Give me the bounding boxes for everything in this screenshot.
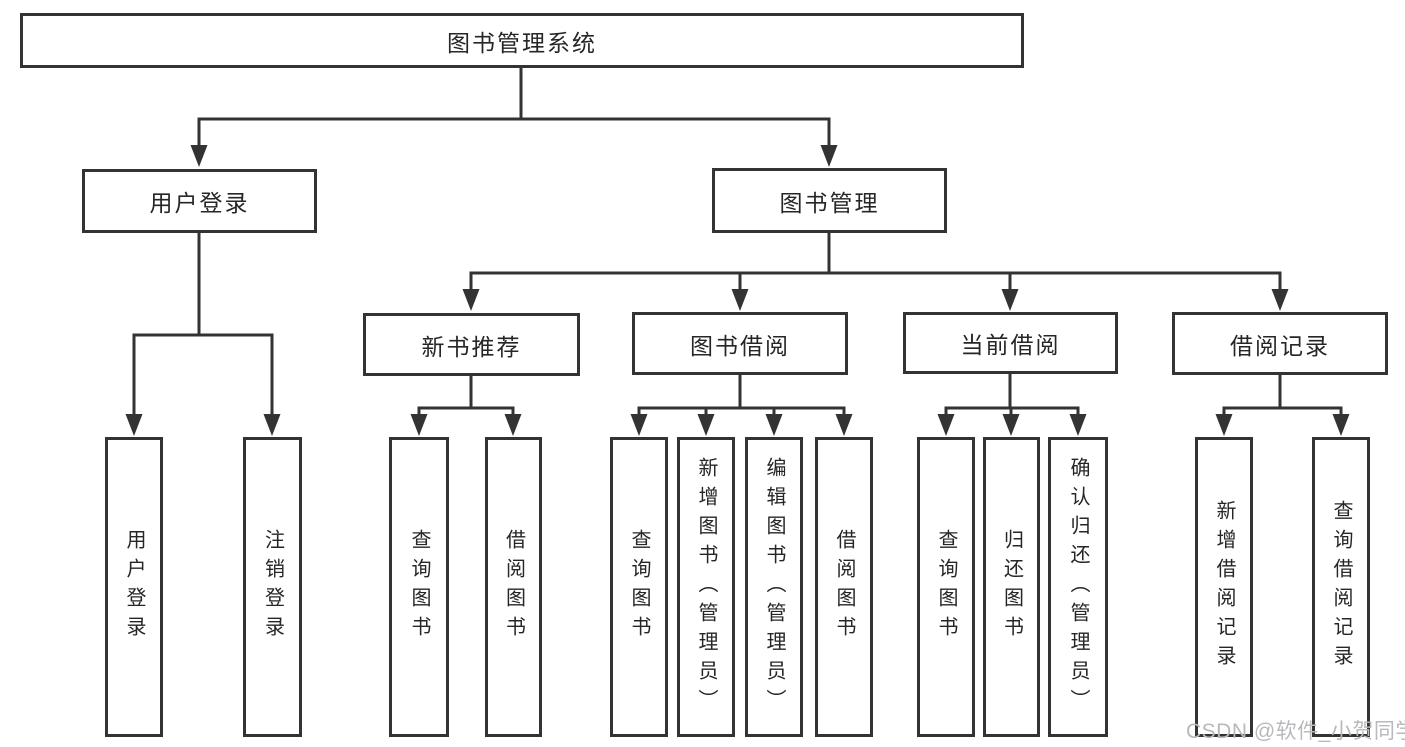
leaf-cb-return-books: 归还图书 — [983, 437, 1040, 737]
node-new-book-recommend: 新书推荐 — [363, 313, 580, 376]
leaf-logout: 注销登录 — [243, 437, 302, 737]
node-current-borrowing: 当前借阅 — [903, 312, 1118, 374]
leaf-cb-confirm-return-admin: 确认归还（管理员） — [1048, 437, 1108, 737]
leaf-bb-add-books-admin: 新增图书（管理员） — [677, 437, 735, 737]
leaf-cb-query-books: 查询图书 — [917, 437, 975, 737]
leaf-bb-edit-books-admin: 编辑图书（管理员） — [745, 437, 803, 737]
leaf-br-query-record: 查询借阅记录 — [1312, 437, 1370, 737]
watermark: CSDN @软件_小贺同学 — [1186, 720, 1405, 743]
leaf-br-add-record: 新增借阅记录 — [1195, 437, 1253, 737]
leaf-bb-query-books: 查询图书 — [610, 437, 668, 737]
node-book-borrowing: 图书借阅 — [632, 312, 848, 375]
node-user-login: 用户登录 — [82, 169, 317, 233]
leaf-nb-borrow-books: 借阅图书 — [485, 437, 542, 737]
leaf-user-login: 用户登录 — [105, 437, 163, 737]
node-borrowing-records: 借阅记录 — [1172, 312, 1388, 375]
leaf-bb-borrow-books: 借阅图书 — [815, 437, 873, 737]
node-book-management: 图书管理 — [712, 168, 947, 233]
leaf-nb-query-books: 查询图书 — [389, 437, 449, 737]
node-root: 图书管理系统 — [20, 13, 1024, 68]
